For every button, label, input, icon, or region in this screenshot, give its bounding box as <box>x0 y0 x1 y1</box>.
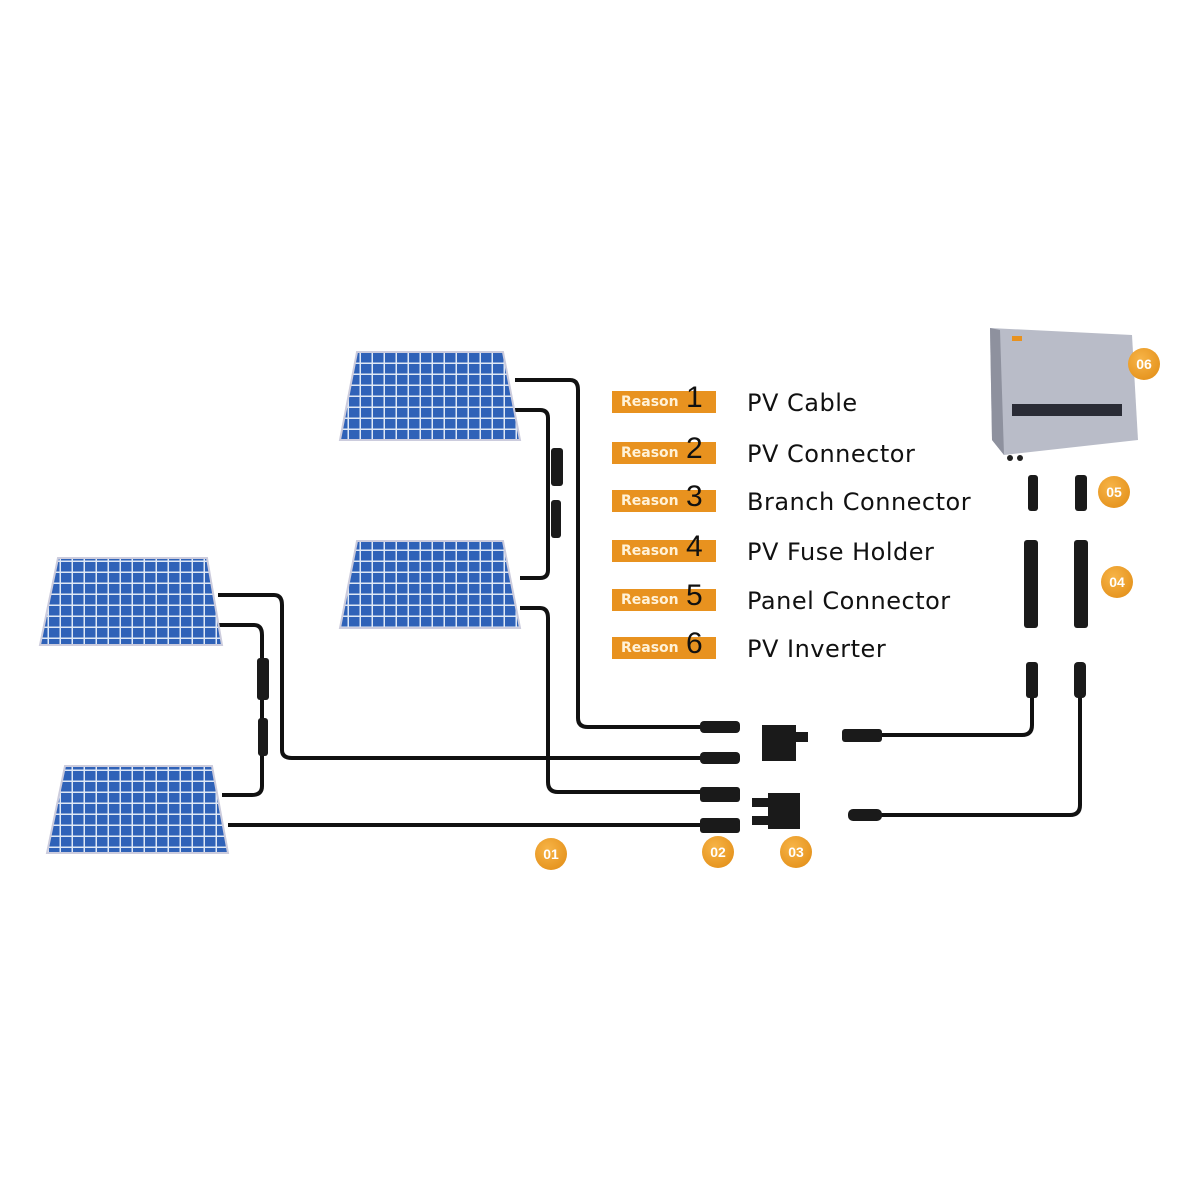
cable-panel1-b <box>515 408 550 580</box>
solar-panel-2 <box>338 540 522 629</box>
pv-connector-icon <box>700 818 740 833</box>
badge-01: 01 <box>535 838 567 870</box>
reason-label: PV Fuse Holder <box>747 538 935 566</box>
pv-connector-icon <box>700 721 740 733</box>
reason-label: Branch Connector <box>747 488 972 516</box>
badge-06: 06 <box>1128 348 1160 380</box>
panel-connector-icon <box>257 658 269 700</box>
cable-panel3-a <box>218 593 705 760</box>
panel-connector-icon <box>551 500 561 538</box>
badge-05: 05 <box>1098 476 1130 508</box>
inline-connectors <box>257 448 1088 833</box>
pv-connector-icon <box>1074 662 1086 698</box>
pv-connector-icon <box>1026 662 1038 698</box>
panel-connector-icon <box>551 448 563 486</box>
reason-label: PV Connector <box>747 440 916 468</box>
fuse-holder-icon <box>1074 540 1088 628</box>
panel-connector-icon <box>258 718 268 756</box>
pv-connector-icon <box>848 809 882 821</box>
badge-04: 04 <box>1101 566 1133 598</box>
reason-label: Panel Connector <box>747 587 951 615</box>
solar-panel-3 <box>38 557 224 646</box>
branch-connector-icon <box>768 793 800 829</box>
cable-panel1-a <box>515 378 705 729</box>
fuse-holder-icon <box>1024 540 1038 628</box>
solar-panels <box>38 351 522 854</box>
branch-connector-icon <box>762 725 796 761</box>
cable-panel2 <box>520 606 705 794</box>
pv-cables <box>218 378 1082 827</box>
reason-label: PV Cable <box>747 389 858 417</box>
cable-panel3-b <box>218 623 264 797</box>
pv-connector-icon <box>700 787 740 802</box>
badge-02: 02 <box>702 836 734 868</box>
badge-03: 03 <box>780 836 812 868</box>
pv-inverter <box>990 328 1138 461</box>
mc4-connector-icon <box>1028 475 1038 511</box>
mc4-connector-icon <box>1075 475 1087 511</box>
pv-connector-icon <box>842 729 882 742</box>
solar-panel-1 <box>338 351 522 441</box>
reason-label: PV Inverter <box>747 635 887 663</box>
pv-connector-icon <box>700 752 740 764</box>
cable-out-2 <box>880 690 1082 817</box>
cable-out-1 <box>880 690 1034 737</box>
solar-panel-4 <box>45 765 230 854</box>
